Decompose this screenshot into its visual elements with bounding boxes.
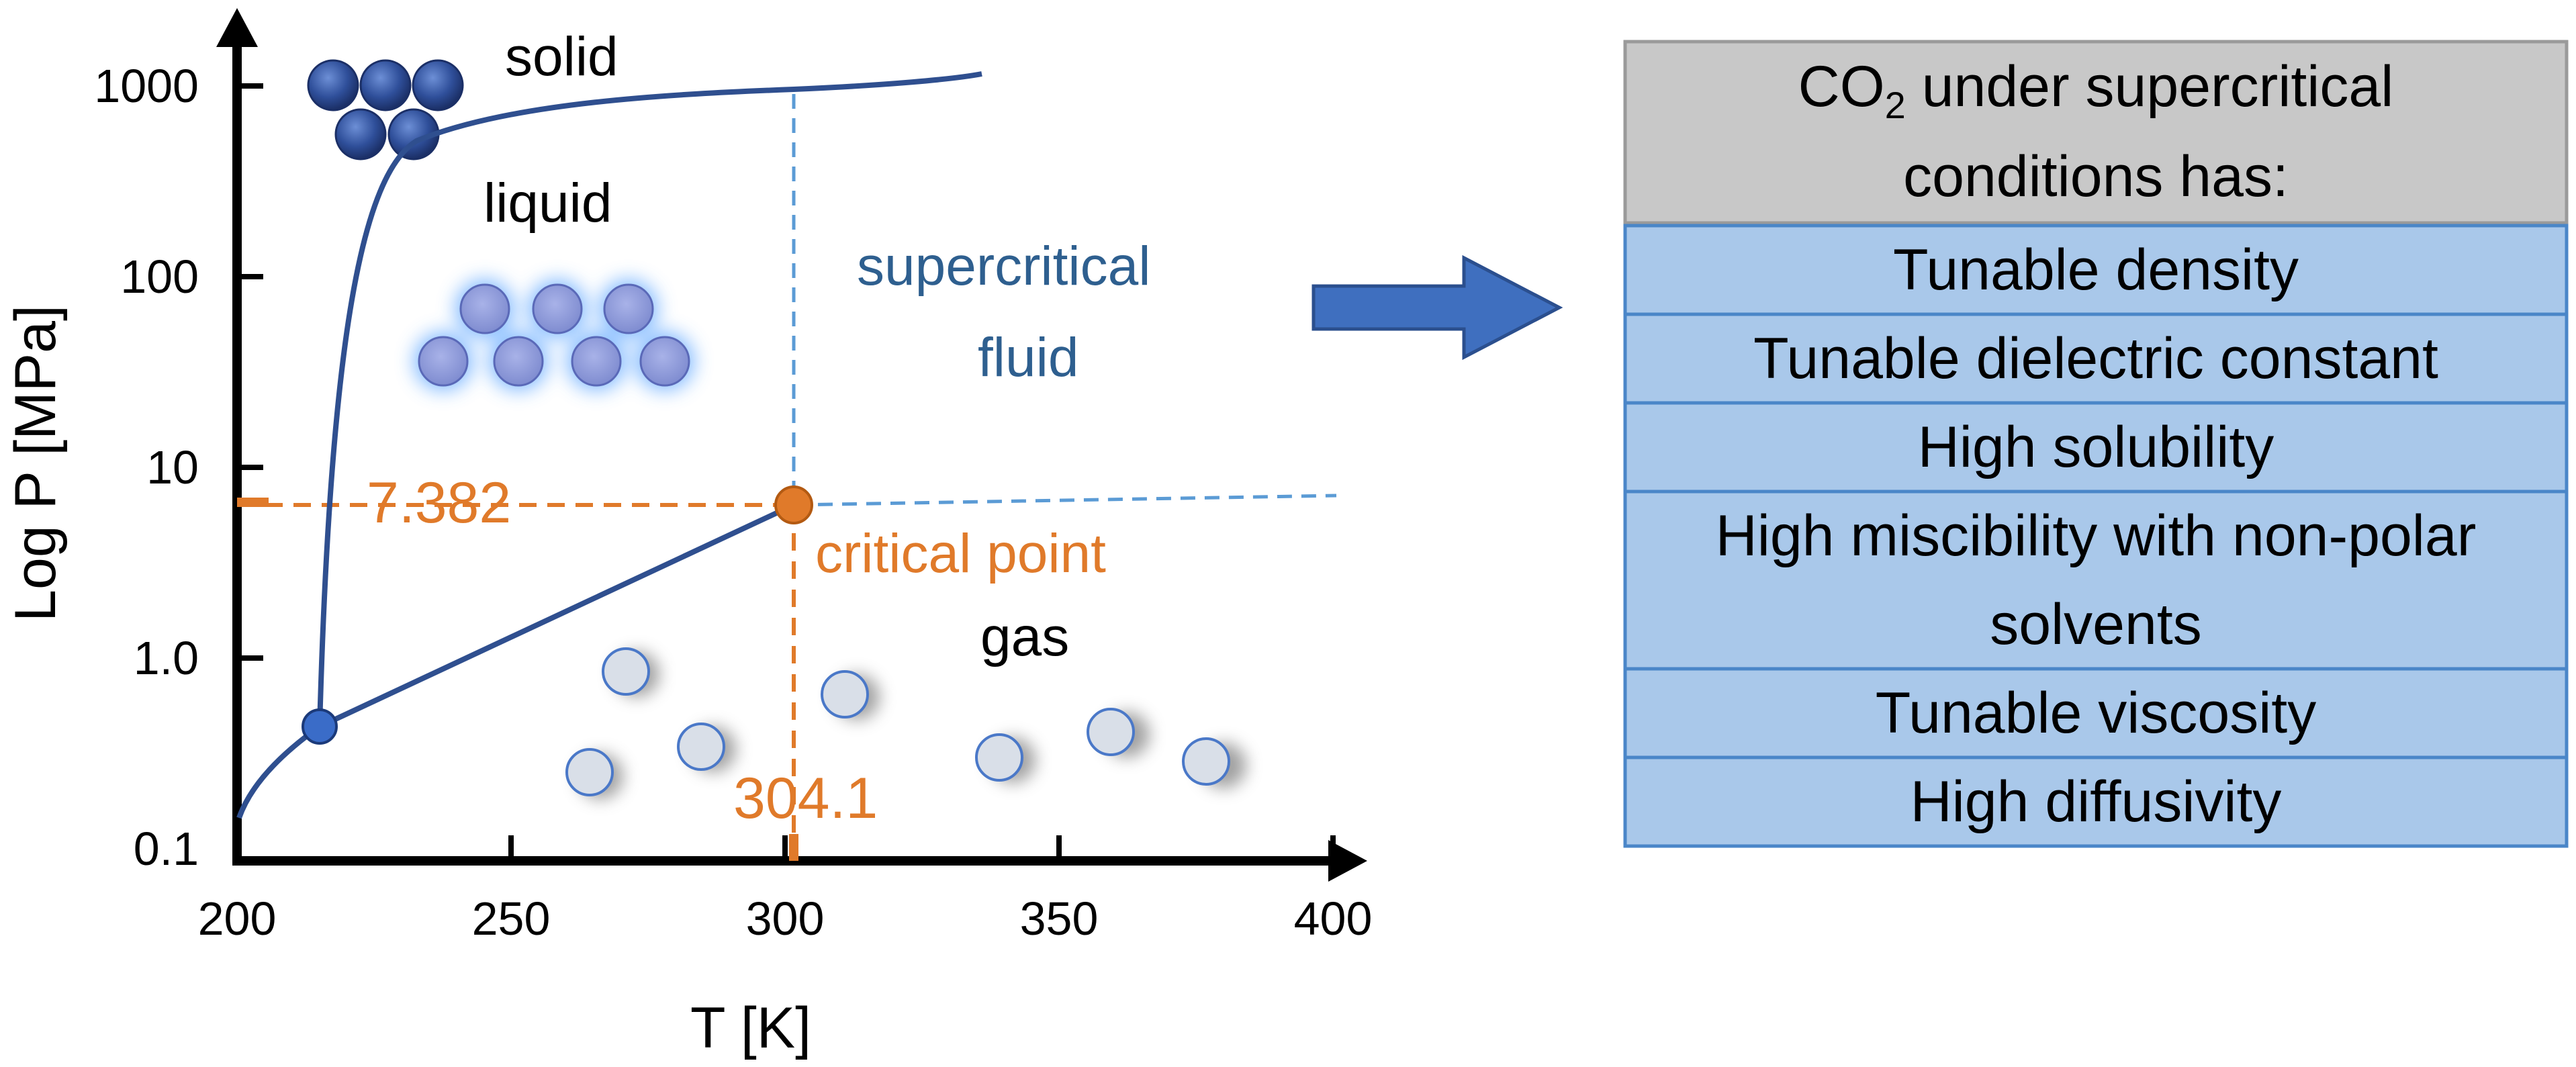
table-header-line2: conditions has: (1903, 144, 2289, 209)
liquid-label: liquid (484, 173, 612, 234)
x-axis-title: T [K] (690, 996, 811, 1060)
table-row-text: Tunable density (1893, 238, 2299, 302)
triple-point-marker (302, 708, 338, 745)
critical-point-marker (774, 485, 813, 524)
y-tick-label: 0.1 (134, 823, 199, 875)
fluid-label: fluid (978, 327, 1078, 388)
x-tick-label: 350 (1020, 892, 1099, 945)
header-co: CO (1798, 54, 1885, 119)
table-header-line1: CO2 under supercritical (1798, 54, 2394, 126)
table-row-text: High diffusivity (1911, 770, 2282, 834)
table-row-text: High miscibility with non-polar (1716, 504, 2477, 568)
y-ticks: 0.1 1.0 10 100 1000 (94, 60, 263, 875)
gas-particles (565, 647, 1246, 799)
melting-curve (317, 71, 982, 727)
table-row (1623, 401, 2569, 494)
sublimation-curve (236, 724, 322, 819)
x-tick-label: 200 (198, 892, 277, 945)
table-row (1623, 224, 2569, 316)
right-arrow-icon (1312, 254, 1563, 361)
table-row (1623, 312, 2569, 405)
y-axis-arrowhead (216, 8, 258, 47)
x-axis-arrowhead (1328, 840, 1367, 882)
critical-point-label: critical point (815, 523, 1106, 584)
y-tick-label: 100 (120, 250, 199, 303)
y-tick-label: 1.0 (134, 632, 199, 684)
phase-boundaries (236, 71, 982, 819)
properties-table: CO2 under supercritical conditions has: … (1623, 40, 2569, 848)
table-row-text: Tunable dielectric constant (1753, 326, 2438, 391)
table-row-text: solvents (1990, 592, 2202, 657)
solid-label: solid (505, 26, 618, 87)
header-subscript: 2 (1885, 84, 1906, 126)
supercritical-horizontal-guide (793, 494, 1337, 507)
y-tick-label: 10 (146, 441, 199, 494)
table-row (1623, 667, 2569, 759)
x-tick-label: 300 (746, 892, 825, 945)
critical-temperature-value: 304.1 (733, 766, 878, 831)
y-tick-label: 1000 (94, 60, 199, 112)
table-row-text: High solubility (1918, 415, 2274, 479)
solid-particles (307, 59, 464, 160)
table-row (1623, 490, 2569, 671)
table-row (1623, 755, 2569, 848)
critical-pressure-value: 7.382 (367, 471, 511, 535)
x-tick-label: 250 (472, 892, 551, 945)
x-ticks: 200 250 300 350 400 (198, 835, 1373, 945)
header-rest: under supercritical (1906, 54, 2394, 119)
table-header (1623, 40, 2569, 225)
y-axis-title: Log P [MPa] (3, 305, 68, 622)
table-row-text: Tunable viscosity (1876, 681, 2316, 745)
vaporization-curve (318, 502, 795, 729)
x-tick-label: 400 (1294, 892, 1373, 945)
liquid-particles (414, 279, 694, 391)
supercritical-label: supercritical (857, 236, 1150, 297)
gas-label: gas (980, 606, 1069, 667)
